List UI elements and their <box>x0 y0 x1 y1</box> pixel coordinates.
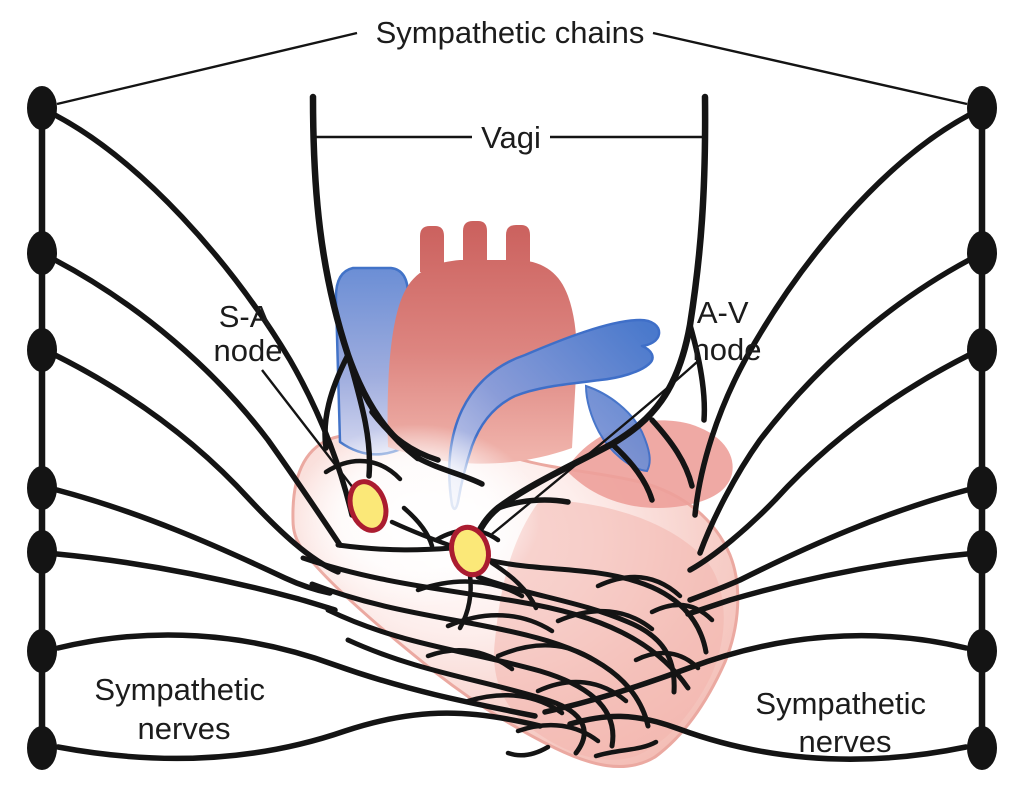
left-chain-ganglia <box>27 86 57 770</box>
ganglion <box>967 328 997 372</box>
aorta <box>387 221 577 464</box>
ganglion <box>27 328 57 372</box>
sympathetic-nerves-label-right: Sympathetic nerves <box>755 686 934 759</box>
sympathetic-chain-left <box>27 86 543 770</box>
ganglion <box>27 530 57 574</box>
sympathetic-chains-leader-left <box>56 31 358 106</box>
ganglion <box>27 629 57 673</box>
ganglion <box>967 466 997 510</box>
sympathetic-chains-leader-right <box>652 31 968 106</box>
right-chain-ganglia <box>967 86 997 770</box>
aorta-branch-2 <box>463 221 487 268</box>
ganglion <box>27 466 57 510</box>
ganglion <box>27 726 57 770</box>
sa-node-leader <box>261 369 355 490</box>
vagi-label: Vagi <box>481 120 541 155</box>
left-cardiac-nerves <box>52 112 543 762</box>
right-cardiac-nerves <box>542 112 972 762</box>
aorta-branch-3 <box>506 225 530 272</box>
av-node-marker <box>449 524 491 578</box>
aorta-branch-1 <box>420 226 444 272</box>
av-node-leader <box>491 361 698 535</box>
labels: Sympathetic chains Vagi S-A node A-V nod… <box>94 15 934 759</box>
sa-node-marker <box>347 479 389 533</box>
ganglion <box>27 231 57 275</box>
ganglion <box>967 231 997 275</box>
ganglion <box>967 530 997 574</box>
ganglion <box>967 726 997 770</box>
sympathetic-nerves-label-left: Sympathetic nerves <box>94 672 273 746</box>
sympathetic-chain-right <box>542 86 997 770</box>
cardiac-nerve-plexus <box>300 458 715 759</box>
ganglion <box>967 86 997 130</box>
ganglion <box>27 86 57 130</box>
conduction-nodes <box>347 479 491 578</box>
left-ventricle-shade <box>494 500 724 760</box>
ganglion <box>967 629 997 673</box>
annotation-lines <box>56 31 968 535</box>
sympathetic-chains-label: Sympathetic chains <box>376 15 645 50</box>
av-node-label: A-V node <box>693 295 762 367</box>
sa-node-label: S-A node <box>214 299 283 368</box>
vagus-nerves <box>309 93 709 544</box>
vagal-branches <box>322 322 708 511</box>
